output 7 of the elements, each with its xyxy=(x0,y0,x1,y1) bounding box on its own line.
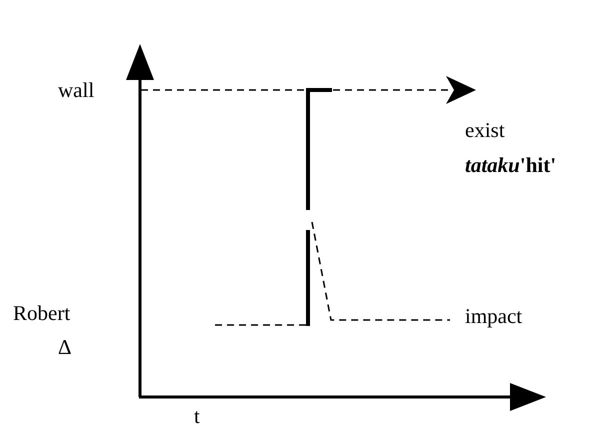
axis-label: t xyxy=(194,406,200,427)
axis-label: Robert xyxy=(13,303,70,324)
state-label: exist xyxy=(465,120,505,141)
state-label: impact xyxy=(465,306,522,327)
axis-label: Δ xyxy=(58,337,72,358)
axis-label: wall xyxy=(58,80,94,101)
verb-label: tataku'hit' xyxy=(465,155,556,176)
